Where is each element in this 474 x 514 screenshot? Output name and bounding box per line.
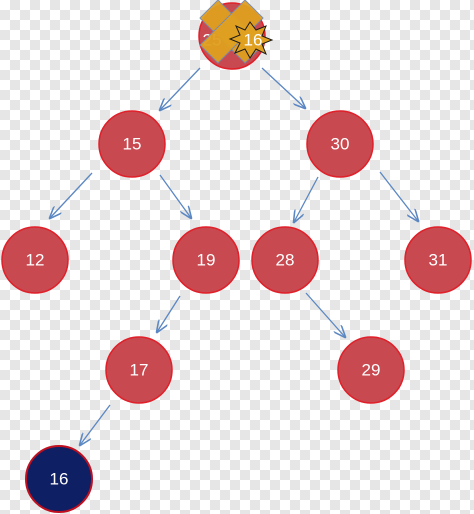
node-circle-12 xyxy=(1,226,69,294)
edge-28-29 xyxy=(305,292,345,337)
tree-node-29: 29 xyxy=(337,336,405,404)
node-label-17: 17 xyxy=(130,360,149,379)
node-circle-31 xyxy=(404,226,472,294)
node-replacement-label-root: 16 xyxy=(244,30,263,49)
edge-15-19 xyxy=(159,174,191,218)
node-circle-16 xyxy=(25,445,93,513)
node-circle-30 xyxy=(306,110,374,178)
node-circle-17 xyxy=(105,336,173,404)
edges xyxy=(50,67,418,445)
edge-root-15 xyxy=(160,67,201,110)
node-label-30: 30 xyxy=(331,134,350,153)
node-circle-28 xyxy=(251,226,319,294)
tree-node-root: 25 16 xyxy=(198,0,274,70)
tree-node-12: 12 xyxy=(1,226,69,294)
tree-node-19: 19 xyxy=(172,226,240,294)
node-label-29: 29 xyxy=(362,360,381,379)
edge-root-30 xyxy=(261,67,305,108)
node-label-12: 12 xyxy=(26,250,45,269)
tree-node-16-highlighted: 16 xyxy=(25,445,93,513)
node-label-19: 19 xyxy=(197,250,216,269)
burst-icon xyxy=(228,21,274,59)
tree-node-31: 31 xyxy=(404,226,472,294)
node-label-28: 28 xyxy=(276,250,295,269)
edge-15-12 xyxy=(50,172,93,218)
node-circle-19 xyxy=(172,226,240,294)
tree-node-17: 17 xyxy=(105,336,173,404)
node-label-15: 15 xyxy=(123,134,142,153)
edge-19-17 xyxy=(157,295,181,332)
tree-node-28: 28 xyxy=(251,226,319,294)
edge-30-31 xyxy=(379,171,418,221)
tree-node-15: 15 xyxy=(98,110,166,178)
edge-30-28 xyxy=(294,176,319,222)
edge-17-16 xyxy=(80,404,111,445)
node-label-16: 16 xyxy=(50,469,69,488)
node-label-31: 31 xyxy=(429,250,448,269)
node-circle-29 xyxy=(337,336,405,404)
node-circle-15 xyxy=(98,110,166,178)
tree-node-30: 30 xyxy=(306,110,374,178)
